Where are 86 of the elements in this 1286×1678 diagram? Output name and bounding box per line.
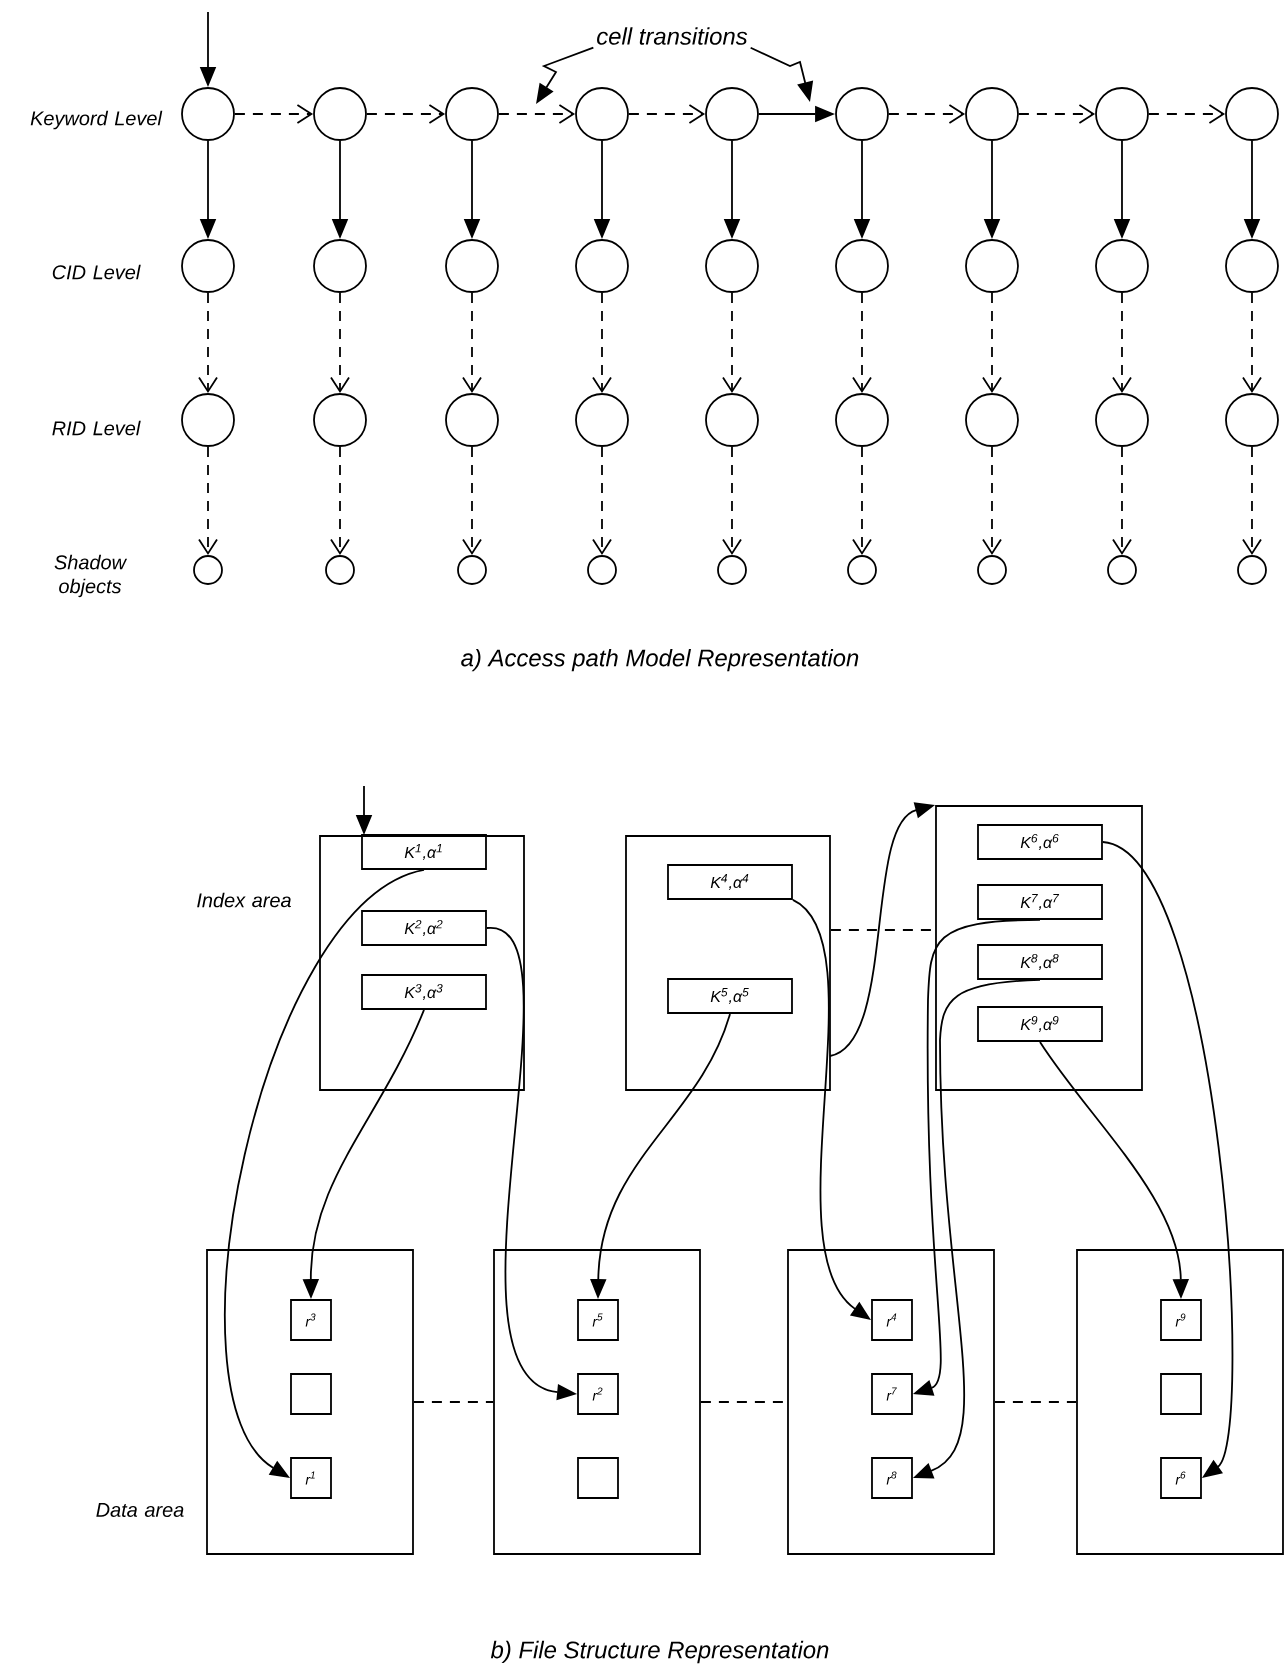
arrow	[1242, 292, 1262, 394]
circle-node	[1225, 239, 1279, 293]
arrow	[1148, 104, 1226, 124]
circle-node	[445, 87, 499, 141]
circle-node	[181, 239, 235, 293]
annotation-label: cell transitions	[597, 27, 748, 45]
data-page	[787, 1249, 995, 1555]
arrow	[1242, 446, 1262, 556]
circle-node	[705, 393, 759, 447]
circle-node	[1095, 87, 1149, 141]
circle-node	[835, 87, 889, 141]
row-label: CID Level	[52, 264, 141, 280]
arrow	[234, 104, 314, 124]
data-page	[1076, 1249, 1284, 1555]
record-slot	[290, 1373, 332, 1415]
circle-node	[1225, 87, 1279, 141]
circle-node	[445, 239, 499, 293]
dashed-line	[830, 929, 936, 931]
arrow	[852, 292, 872, 394]
circle-node	[1237, 555, 1267, 585]
index-page	[935, 805, 1143, 1091]
circle-node	[445, 393, 499, 447]
circle-node	[1095, 393, 1149, 447]
arrow	[462, 292, 482, 394]
dashed-line	[700, 1401, 788, 1403]
arrow	[1112, 292, 1132, 394]
row-label: Shadow objects	[54, 554, 128, 598]
arrow	[1112, 446, 1132, 556]
arrow	[462, 446, 482, 556]
circle-node	[977, 555, 1007, 585]
dashed-line	[413, 1401, 494, 1403]
row-label: RID Level	[52, 420, 141, 436]
record-slot	[1160, 1373, 1202, 1415]
circle-node	[457, 555, 487, 585]
arrow	[198, 446, 218, 556]
caption: a) Access path Model Representation	[461, 648, 859, 672]
arrow	[366, 104, 446, 124]
arrow	[628, 104, 706, 124]
arrow	[1102, 841, 1234, 1478]
circle-node	[705, 87, 759, 141]
arrow	[224, 869, 425, 1478]
arrow	[982, 292, 1002, 394]
circle-node	[575, 239, 629, 293]
arrow	[722, 446, 742, 556]
arrow	[852, 446, 872, 556]
arrow	[592, 446, 612, 556]
index-page	[625, 835, 831, 1091]
arrow	[330, 446, 350, 556]
circle-node	[835, 393, 889, 447]
dashed-line	[994, 1401, 1077, 1403]
data-page	[206, 1249, 414, 1555]
circle-node	[313, 87, 367, 141]
circle-node	[1095, 239, 1149, 293]
circle-node	[575, 393, 629, 447]
arrow	[592, 292, 612, 394]
circle-node	[705, 239, 759, 293]
circle-node	[835, 239, 889, 293]
circle-node	[325, 555, 355, 585]
arrow	[330, 292, 350, 394]
data-page	[493, 1249, 701, 1555]
circle-node	[965, 87, 1019, 141]
circle-node	[575, 87, 629, 141]
circle-node	[313, 393, 367, 447]
circle-node	[313, 239, 367, 293]
arrow	[198, 292, 218, 394]
circle-node	[1225, 393, 1279, 447]
arrow	[722, 292, 742, 394]
circle-node	[587, 555, 617, 585]
row-label: Index area	[197, 892, 291, 908]
circle-node	[965, 239, 1019, 293]
caption: b) File Structure Representation	[490, 1640, 829, 1664]
index-page	[319, 835, 525, 1091]
arrow	[1018, 104, 1096, 124]
arrow	[982, 446, 1002, 556]
arrow	[498, 104, 576, 124]
circle-node	[717, 555, 747, 585]
circle-node	[181, 87, 235, 141]
row-label: Data area	[96, 1503, 184, 1517]
circle-node	[847, 555, 877, 585]
row-label: Keyword Level	[30, 110, 163, 130]
circle-node	[193, 555, 223, 585]
arrow	[888, 104, 966, 124]
circle-node	[1107, 555, 1137, 585]
circle-node	[965, 393, 1019, 447]
record-slot	[577, 1457, 619, 1499]
circle-node	[181, 393, 235, 447]
